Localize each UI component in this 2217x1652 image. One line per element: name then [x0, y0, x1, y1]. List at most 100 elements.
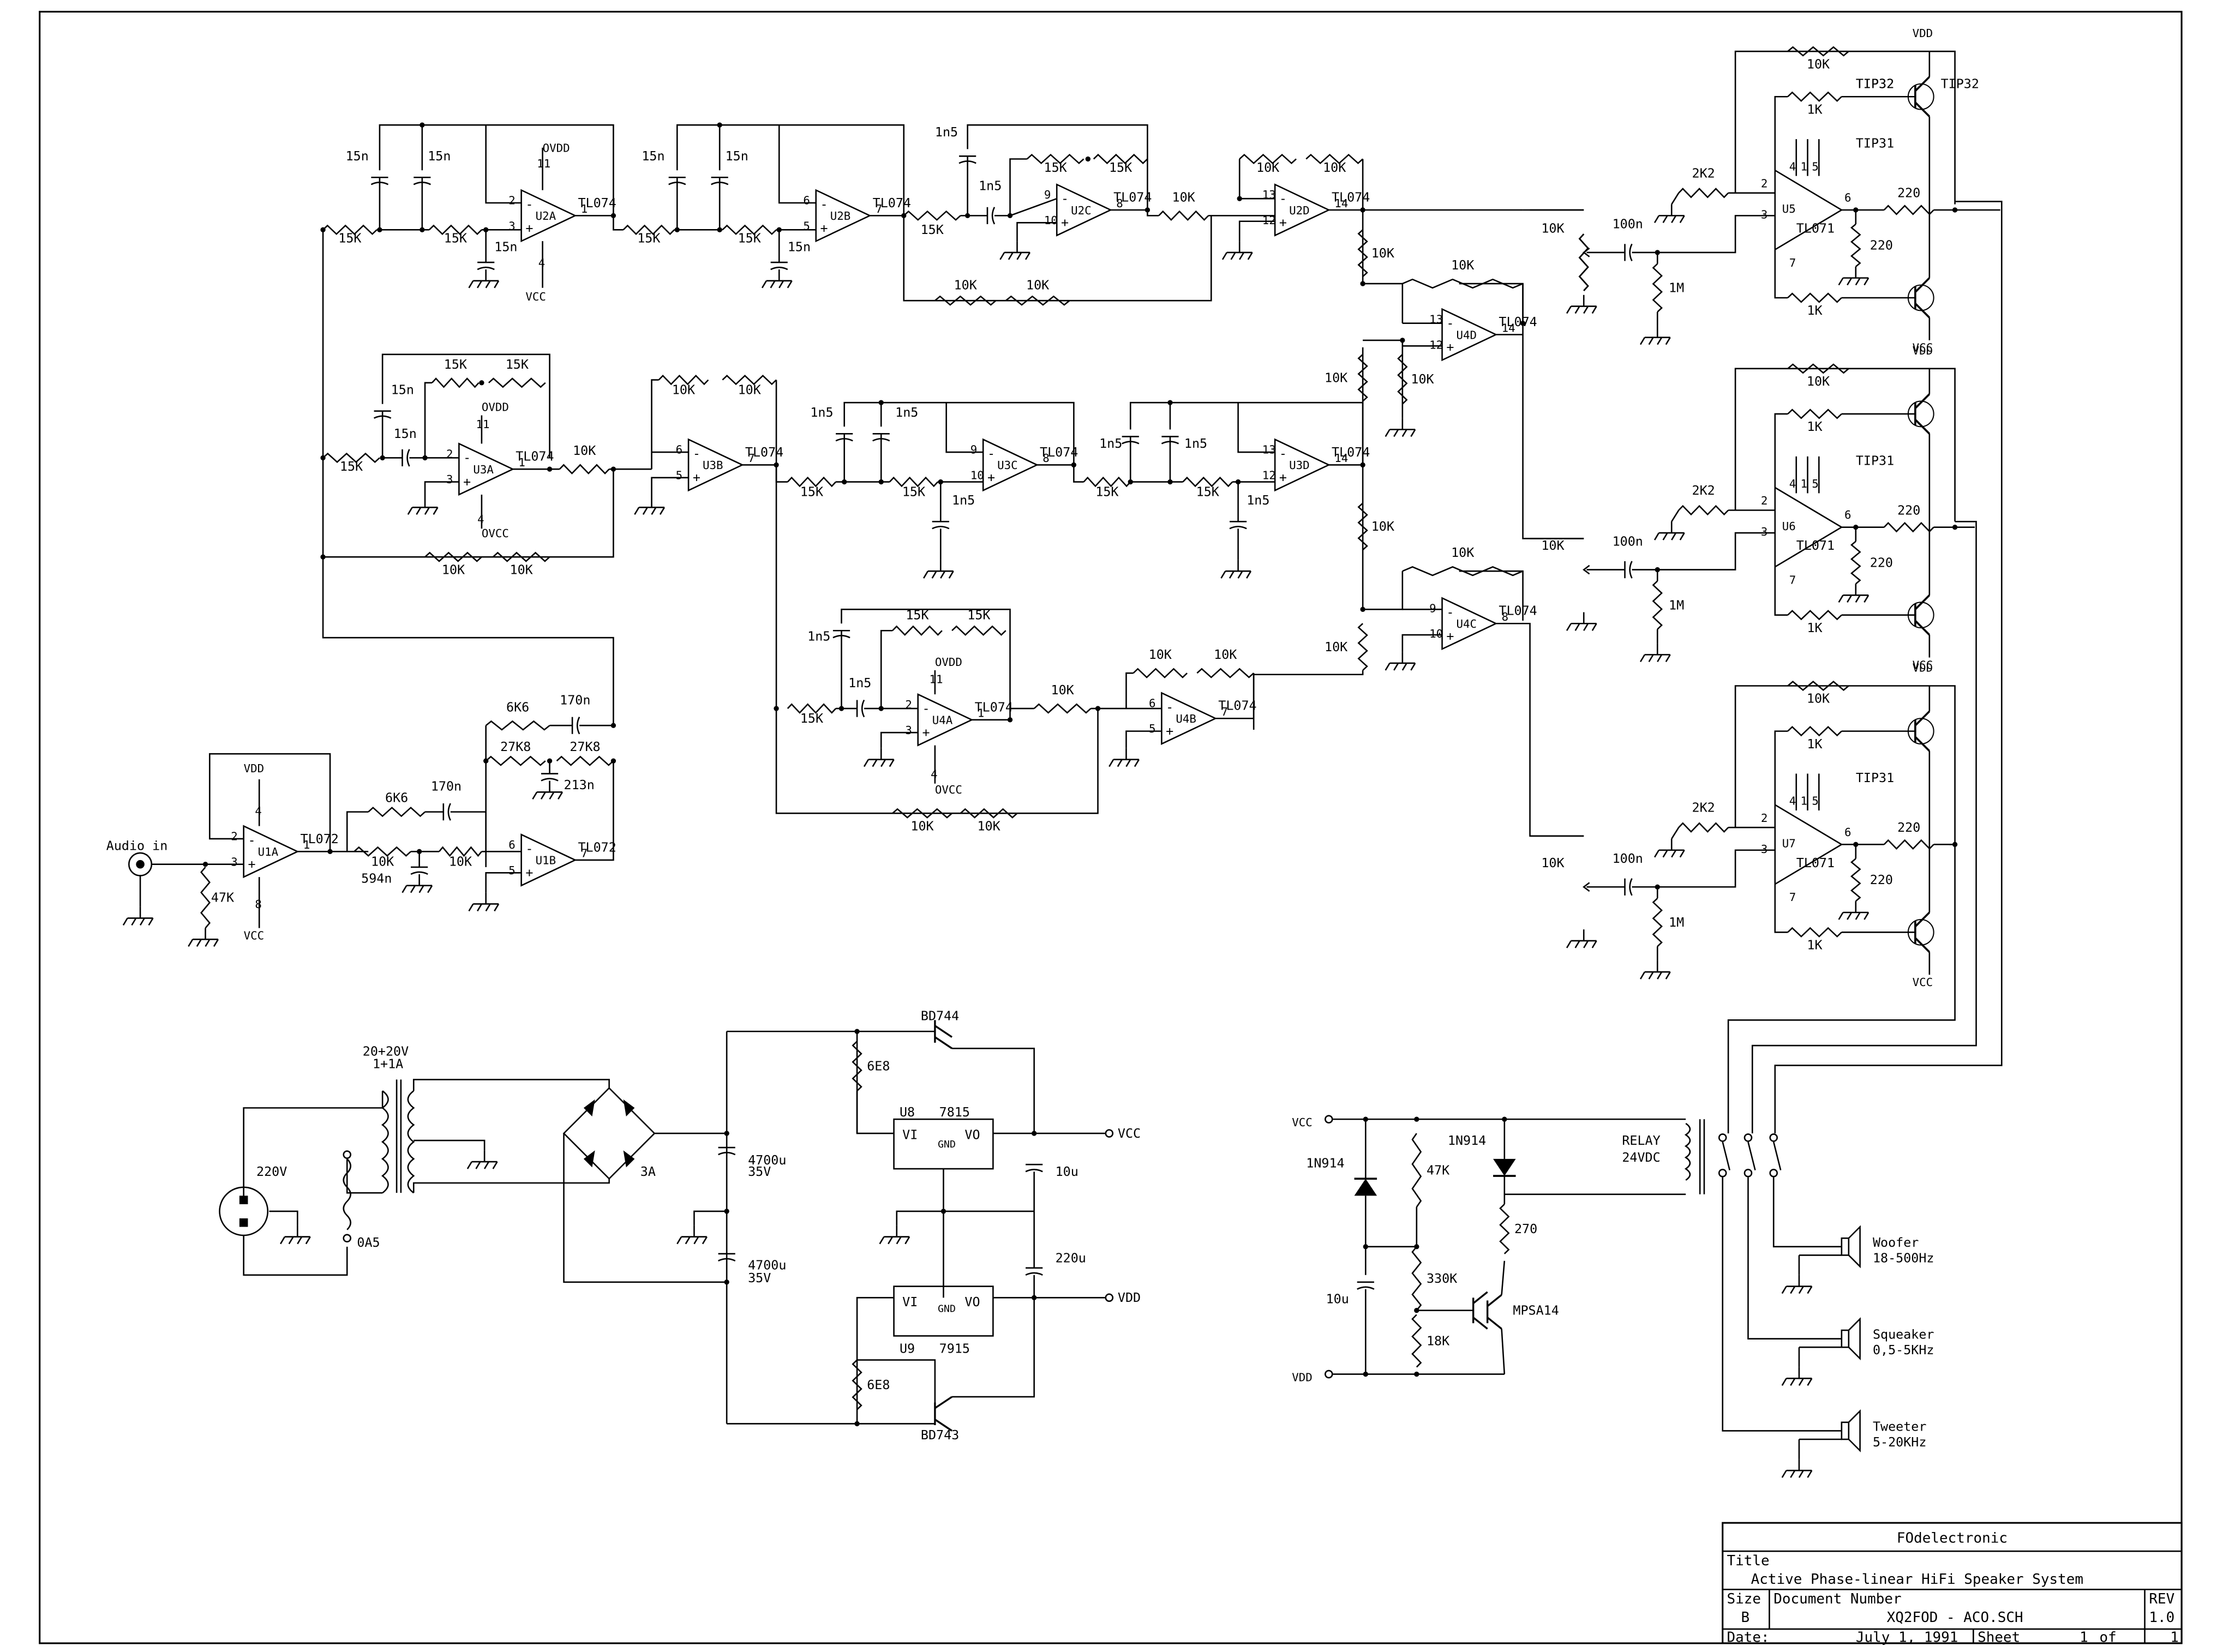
- opamp-u2c-ref: U2C: [1071, 204, 1092, 217]
- opamp-u4b-ref: U4B: [1176, 712, 1196, 725]
- relay-vdd: VDD: [1292, 1371, 1313, 1384]
- cap-4700u-b-voltage: 35V: [748, 1270, 771, 1285]
- resistor-15k-u3d-1-value: 15K: [1095, 484, 1118, 500]
- wire: [1774, 201, 2003, 1134]
- capacitor-594n-value: 594n: [361, 870, 392, 886]
- wire: [1671, 827, 1680, 839]
- resistor-270: [1499, 1204, 1510, 1254]
- reg2-vo: VO: [964, 1294, 980, 1309]
- speaker-cone: [1848, 1317, 1861, 1361]
- opamp-u4a-plus: +: [922, 725, 930, 740]
- wire: [1501, 1329, 1506, 1374]
- opamp-u2d-pin-out: 14: [1334, 197, 1348, 210]
- u3a-ovdd: OVDD: [482, 401, 509, 414]
- power-amp-1-2k2-value: 2K2: [1692, 165, 1715, 181]
- opamp-u2d-ref: U2D: [1289, 204, 1310, 217]
- resistor-15k-u3c-1-value: 15K: [800, 484, 823, 500]
- resistor-47k-value: 47K: [211, 890, 234, 905]
- resistor-18k-value: 18K: [1427, 1333, 1449, 1348]
- resistor-15k-u2a-1: [322, 224, 378, 235]
- opamp-u3d-type: TL074: [1332, 444, 1370, 460]
- u1a-vcc: VCC: [244, 929, 265, 942]
- power-amp-2-220-shunt-value: 220: [1870, 555, 1893, 570]
- resistor-10k-u4b-fb1: [1133, 668, 1188, 678]
- opamp-u2b-type: TL074: [873, 195, 911, 211]
- wires: [139, 50, 2003, 1459]
- ground-symbol: [1838, 584, 1870, 603]
- ground-symbol: [923, 560, 954, 579]
- capacitor-15n-u2a-2-plate: [413, 182, 432, 185]
- wire: [945, 403, 984, 453]
- relay-contact: [1743, 1133, 1753, 1142]
- resistor-6e8-a: [852, 1041, 862, 1092]
- u2a-pin11: 11: [537, 157, 550, 170]
- opamp-u1a-pin-neg: 2: [231, 830, 238, 843]
- capacitor-1n5-u3d-3-plate: [1229, 526, 1247, 530]
- ground-symbol: [999, 241, 1030, 260]
- power-amp-3-220-value: 220: [1897, 820, 1920, 835]
- power-amp-1-220: [1883, 205, 1934, 215]
- power-amp-2-pot-value: 10K: [1541, 538, 1564, 553]
- relay-contact-arm: [1772, 1142, 1782, 1170]
- wire: [1147, 209, 1159, 217]
- wire: [1774, 884, 1788, 933]
- rev-value: 1.0: [2149, 1609, 2174, 1626]
- junction-dot: [724, 1279, 729, 1285]
- opamp-u2d: [1274, 183, 1331, 237]
- power-amp-3-coupling-cap-plate: [1629, 878, 1633, 896]
- power-amp-3-2k2: [1678, 822, 1729, 833]
- opamp-u3c-pin-neg: 9: [970, 443, 978, 456]
- reg-ref: U8: [900, 1104, 915, 1120]
- resistor-10k-u4b-fb2-value: 10K: [1214, 647, 1237, 662]
- bridge-diode: [583, 1150, 595, 1168]
- u2a-vcc: VCC: [525, 290, 546, 303]
- opamp-u4d-pin-out: 14: [1502, 321, 1515, 334]
- power-amp-3-type: TL071: [1796, 855, 1835, 870]
- opamp-u3c-pin-pos: 10: [970, 468, 984, 482]
- resistor-27k8-b: [556, 755, 614, 766]
- capacitor-15n-u2b-2-value: 15n: [726, 148, 748, 164]
- opamp-u3d-ref: U3D: [1289, 459, 1310, 472]
- resistor-6e8-a-value: 6E8: [867, 1059, 890, 1074]
- opamp-u4a-pin-pos: 3: [905, 724, 912, 737]
- opamp-u3a: [458, 442, 515, 496]
- resistor-10k-u4c-fb: [1402, 566, 1524, 576]
- ground-symbol: [407, 496, 439, 515]
- speaker-name: Woofer: [1873, 1235, 1919, 1250]
- wire: [1016, 222, 1057, 242]
- opamp-u1a-ref: U1A: [258, 845, 279, 858]
- resistor-15k-u2b-2: [722, 224, 777, 235]
- opamp-u1b-type: TL072: [578, 839, 616, 855]
- speaker-icon: [1841, 1237, 1850, 1256]
- power-amp-1-bias-resistor-value: 1M: [1669, 280, 1684, 296]
- diode-2-label: 1N914: [1448, 1133, 1486, 1148]
- reg2-gnd: GND: [938, 1303, 956, 1314]
- title-label: Title: [1727, 1553, 1770, 1569]
- wire: [322, 230, 614, 726]
- power-amp-2-coupling-cap-plate: [1629, 561, 1633, 579]
- wire: [1632, 849, 1775, 888]
- opamp-u2c-minus: -: [1061, 191, 1069, 206]
- resistor-15k-u2b-1-value: 15K: [637, 231, 660, 246]
- opamp-u4d: [1441, 308, 1498, 362]
- ground-symbol: [1385, 418, 1416, 437]
- junction-dot: [1414, 1116, 1419, 1122]
- resistor-10k-u4d-fb: [1402, 278, 1524, 289]
- ground-symbol: [402, 874, 433, 893]
- cap-4700u-a-value: 4700u: [748, 1152, 786, 1168]
- opamp-u3a-minus: -: [463, 450, 471, 465]
- opamp-u4c: [1441, 597, 1498, 651]
- resistor-10k-u4-sum1-value: 10K: [910, 818, 933, 833]
- opamp-u1a-pin-out: 1: [303, 838, 310, 851]
- mains-pin: [239, 1196, 248, 1204]
- wire: [1747, 1177, 1842, 1339]
- capacitor-1n5-u3d-2-value: 1n5: [1184, 436, 1207, 451]
- opamp-u2a-ref: U2A: [536, 209, 556, 223]
- resistor-10k-u2-fb2: [1005, 295, 1070, 306]
- speaker-name: Tweeter: [1873, 1419, 1926, 1434]
- capacitor-15n-u2a-1-plate: [370, 182, 389, 185]
- wire: [1774, 567, 1788, 616]
- wire: [1734, 368, 1956, 522]
- resistor-27k8-a: [485, 755, 546, 766]
- power-amp-2-tip31-label: TIP31: [1856, 453, 1894, 468]
